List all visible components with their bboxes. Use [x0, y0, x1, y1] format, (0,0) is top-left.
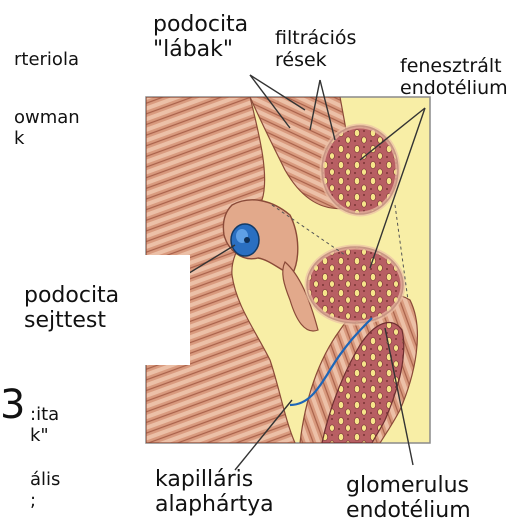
- label-cut-line3: ális: [30, 470, 60, 491]
- label-fenesztralt-line2: endotélium: [400, 78, 508, 100]
- label-podocita-sejttest-line1: podocita: [24, 283, 119, 308]
- label-podocita-sejttest-line2: sejttest: [24, 308, 119, 333]
- label-cut-kapillaris: ális ;: [30, 470, 60, 511]
- label-cut-line1: :ita: [30, 405, 59, 426]
- label-cut-line4: ;: [30, 491, 60, 512]
- label-filtracios-line2: rések: [275, 50, 356, 72]
- label-cut-podocita-labak: :ita k": [30, 405, 59, 446]
- label-bowman-line2: k: [14, 129, 80, 150]
- label-podocita-labak-line2: "lábak": [153, 37, 248, 62]
- label-glomerulus-line2: endotélium: [346, 498, 471, 523]
- label-bowman: owman k: [14, 108, 80, 149]
- label-fenesztralt-endotelium: fenesztrált endotélium: [400, 56, 508, 100]
- label-cut-s-glyph: 3: [0, 382, 25, 428]
- label-cut-line2: k": [30, 426, 59, 447]
- label-podocita-sejttest: podocita sejttest: [24, 283, 119, 334]
- label-bowman-line1: owman: [14, 108, 80, 129]
- label-arteriola: rteriola: [14, 50, 79, 71]
- label-kapillaris-alaphartya: kapilláris alaphártya: [155, 467, 274, 518]
- label-filtracios-line1: filtrációs: [275, 28, 356, 50]
- label-podocita-labak: podocita "lábak": [153, 12, 248, 63]
- label-podocita-labak-line1: podocita: [153, 12, 248, 37]
- label-glomerulus-endotelium: glomerulus endotélium: [346, 473, 471, 524]
- label-glomerulus-line1: glomerulus: [346, 473, 471, 498]
- label-kapillaris-line2: alaphártya: [155, 492, 274, 517]
- label-fenesztralt-line1: fenesztrált: [400, 56, 508, 78]
- label-kapillaris-line1: kapilláris: [155, 467, 274, 492]
- label-filtracios-resek: filtrációs rések: [275, 28, 356, 72]
